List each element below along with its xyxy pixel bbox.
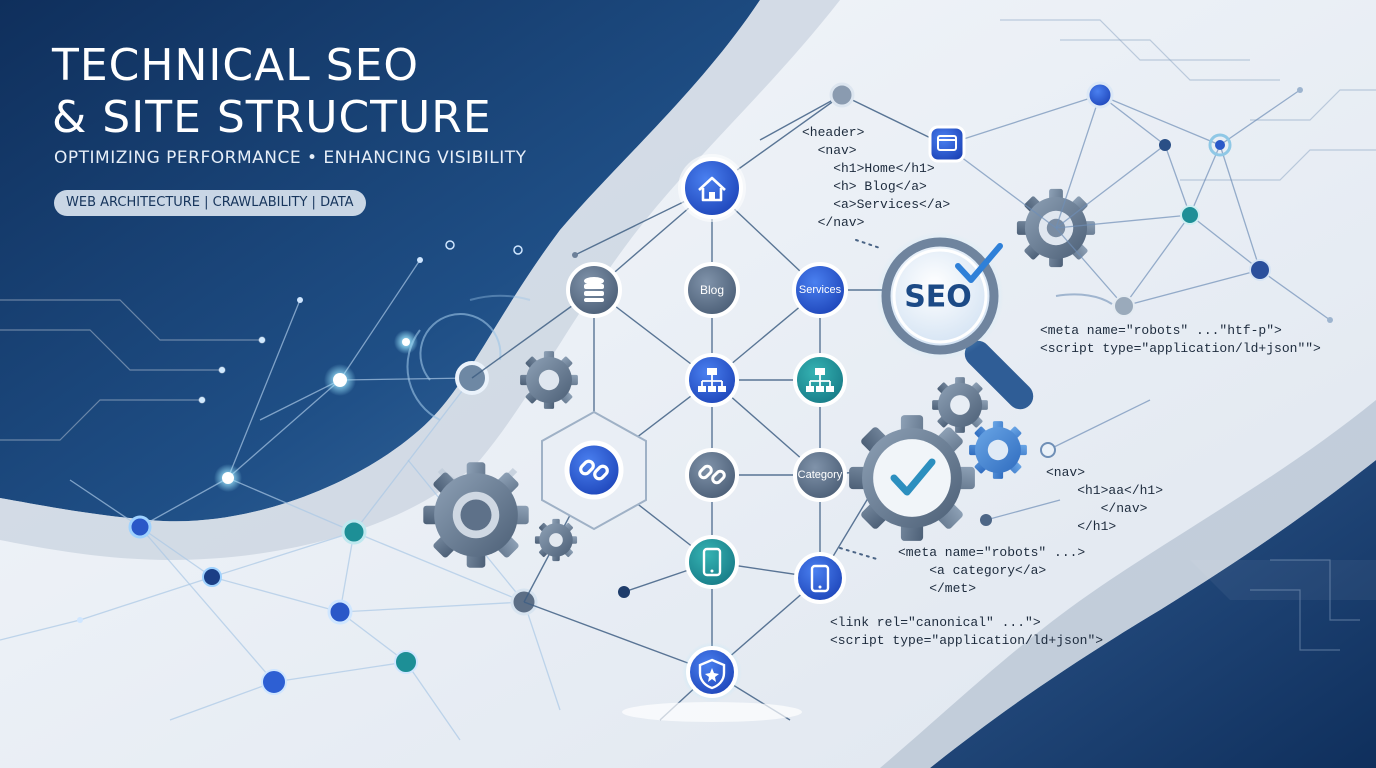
title-line-1: TECHNICAL SEO [52, 40, 420, 91]
code-snippet-nav: <header> <nav> <h1>Home</h1> <h> Blog</a… [802, 125, 951, 230]
topic-tag: WEB ARCHITECTURE | CRAWLABILITY | DATA [54, 190, 366, 216]
code-snippet-nav-h1: <nav> <h1>aa</h1> </nav> </h1> [1046, 465, 1164, 534]
code-snippet-meta-category: <meta name="robots" ...> <a category</a>… [898, 545, 1086, 596]
checkmark-icon [955, 243, 1003, 283]
node-label-blog: Blog [699, 283, 725, 297]
browser-icon [937, 135, 957, 151]
subtitle: OPTIMIZING PERFORMANCE • ENHANCING VISIB… [54, 148, 527, 168]
gear-icon [520, 351, 578, 409]
node-label-category: Category [797, 469, 843, 481]
node-label-services: Services [798, 284, 842, 296]
link-icon [698, 464, 726, 485]
gear-icon [969, 421, 1027, 479]
code-snippet-canonical: <link rel="canonical" ..."> <script type… [830, 615, 1104, 648]
gear-icon [534, 518, 578, 562]
sitemap-icon [698, 368, 726, 392]
magnifier-icon [876, 232, 1034, 410]
link-icon [579, 459, 609, 481]
checkmark-icon [890, 458, 936, 496]
gear-icon [423, 462, 529, 568]
code-snippet-meta-robots: <meta name="robots" ..."htf-p"> <script … [1040, 323, 1321, 356]
gear-icon [849, 415, 975, 541]
page-title: TECHNICAL SEO & SITE STRUCTURE [52, 40, 492, 144]
seo-label: SEO [904, 279, 972, 315]
mobile-icon [810, 564, 830, 593]
gear-icon [932, 377, 988, 433]
title-line-2: & SITE STRUCTURE [52, 92, 492, 143]
mobile-icon [702, 547, 722, 577]
shield-icon [698, 658, 726, 690]
sitemap-icon [806, 368, 834, 392]
home-icon [698, 176, 726, 202]
database-icon [584, 277, 604, 302]
